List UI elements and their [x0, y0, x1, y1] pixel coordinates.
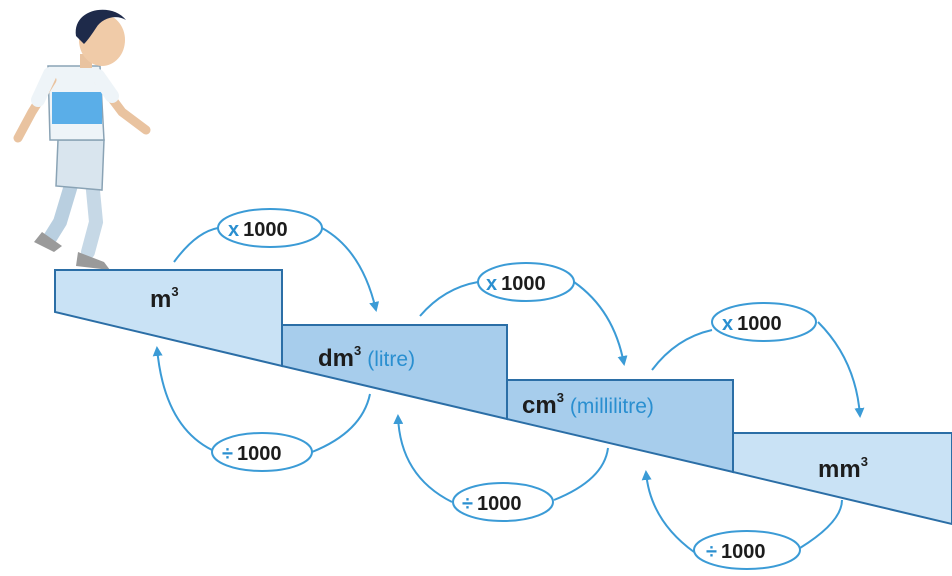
svg-text:÷1000: ÷1000: [222, 443, 281, 465]
arrow-mm3-to-cm3: [641, 470, 695, 553]
arrow-m3-to-dm3-tip: [321, 227, 380, 312]
divide-bubble-2: ÷1000: [452, 482, 554, 522]
unit-label-mm3: mm3: [818, 454, 868, 483]
arrow-dm3-to-cm3: [419, 281, 479, 317]
arrow-dm3-to-m3-tail: [311, 393, 371, 453]
arrow-dm3-to-cm3-tip: [573, 281, 628, 366]
arrow-cm3-to-mm3-tip: [817, 321, 865, 418]
svg-text:÷1000: ÷1000: [706, 541, 765, 563]
svg-text:÷1000: ÷1000: [462, 493, 521, 515]
unit-label-cm3: cm3(millilitre): [522, 390, 654, 419]
unit-label-dm3: dm3(litre): [318, 343, 415, 372]
arrow-dm3-to-m3: [152, 346, 213, 451]
divide-bubble-3: ÷1000: [693, 530, 801, 570]
divide-bubble-1: ÷1000: [211, 432, 313, 472]
unit-label-m3: m3: [150, 284, 179, 313]
step-dm3: [281, 324, 508, 421]
arrow-m3-to-dm3: [173, 227, 219, 263]
arrow-cm3-to-dm3-tail: [553, 447, 609, 501]
boy-illustration: [13, 9, 151, 270]
arrow-cm3-to-dm3: [393, 414, 453, 503]
staircase: [54, 269, 952, 526]
multiply-arrows: [173, 227, 865, 418]
step-m3: [54, 269, 283, 368]
arrow-cm3-to-mm3: [651, 329, 713, 371]
arrow-mm3-to-cm3-tail: [799, 499, 843, 549]
step-mm3: [732, 432, 952, 526]
divide-arrows: [152, 346, 843, 553]
